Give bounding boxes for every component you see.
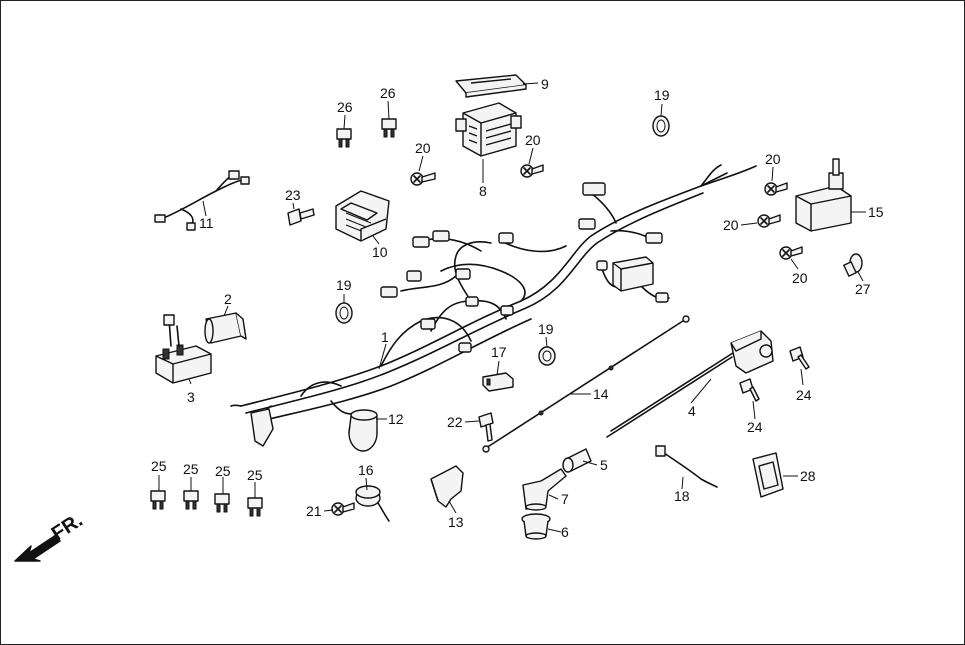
- clamp-part: [652, 115, 670, 137]
- callout-4: 4: [688, 403, 696, 419]
- callout-19-a: 19: [654, 87, 670, 103]
- callout-13: 13: [448, 514, 464, 530]
- callout-14: 14: [593, 386, 609, 402]
- relay-unit-part: [155, 314, 212, 384]
- callout-24-a: 24: [796, 387, 812, 403]
- leader-lines: [158, 82, 866, 533]
- callout-8: 8: [479, 183, 487, 199]
- fuse-part: [150, 490, 263, 517]
- callout-26-b: 26: [380, 85, 396, 101]
- callout-25-d: 25: [247, 467, 263, 483]
- regulator-rectifier-part: [335, 190, 390, 242]
- callout-20-c: 20: [765, 151, 781, 167]
- main-wire-harness: [230, 164, 757, 447]
- callout-24-b: 24: [747, 419, 763, 435]
- sub-harness-part: [154, 170, 250, 231]
- callout-16: 16: [358, 462, 374, 478]
- cap-part: [562, 448, 592, 473]
- callout-20-e: 20: [792, 270, 808, 286]
- clamp-part: [538, 346, 556, 366]
- screw-part: [520, 164, 544, 178]
- callout-12: 12: [388, 411, 404, 427]
- callout-9: 9: [541, 76, 549, 92]
- bracket-part: [430, 465, 464, 508]
- bolt-part: [287, 208, 315, 226]
- callout-6: 6: [561, 524, 569, 540]
- callout-19-c: 19: [538, 321, 554, 337]
- callout-3: 3: [187, 389, 195, 405]
- callout-10: 10: [372, 244, 388, 260]
- callout-15: 15: [868, 204, 884, 220]
- screw-part: [757, 214, 781, 228]
- callout-21: 21: [306, 503, 322, 519]
- callout-28: 28: [800, 468, 816, 484]
- switch-part: [795, 158, 852, 232]
- callout-20-b: 20: [525, 132, 541, 148]
- callout-1: 1: [381, 329, 389, 345]
- front-direction-arrow: FR.: [14, 509, 87, 562]
- callout-25-b: 25: [183, 461, 199, 477]
- spark-plug-cap-part: [522, 468, 567, 511]
- callout-23: 23: [285, 187, 301, 203]
- callout-18: 18: [674, 488, 690, 504]
- screw-part: [410, 172, 436, 186]
- cable-tie-part: [655, 445, 718, 488]
- fuse-holder-part: [482, 372, 514, 392]
- horn-part: [348, 409, 378, 452]
- callout-17: 17: [491, 344, 507, 360]
- rubber-boot-part: [204, 312, 247, 344]
- callout-7: 7: [561, 491, 569, 507]
- callout-25-c: 25: [215, 463, 231, 479]
- grommet-part: [521, 513, 551, 540]
- clamp-part: [335, 302, 353, 324]
- cable-part: [482, 315, 690, 453]
- callout-20-a: 20: [415, 140, 431, 156]
- arrow-icon: [14, 534, 61, 562]
- fuse-part: [336, 118, 397, 148]
- bolt-part: [789, 346, 810, 370]
- screw-part: [779, 246, 803, 260]
- bracket-plate-part: [752, 452, 784, 498]
- screw-part: [764, 182, 788, 196]
- callout-25-a: 25: [151, 458, 167, 474]
- callout-27: 27: [855, 281, 871, 297]
- ignition-coil-part: [606, 330, 774, 438]
- callout-2: 2: [224, 291, 232, 307]
- screw-part: [331, 502, 355, 516]
- blower-module-part: [455, 102, 522, 157]
- callout-11: 11: [199, 215, 214, 231]
- callout-22: 22: [447, 414, 463, 430]
- callout-26-a: 26: [337, 99, 353, 115]
- cover-plate-part: [455, 74, 527, 98]
- sensor-part: [355, 485, 390, 522]
- callout-19-b: 19: [336, 277, 352, 293]
- bolt-part: [478, 412, 494, 442]
- bulb-part: [843, 253, 863, 277]
- bolt-part: [739, 378, 760, 402]
- callout-5: 5: [600, 457, 608, 473]
- callout-20-d: 20: [723, 217, 739, 233]
- callout-labels: 1 2 3 4 5 6 7 8 9 10 11 12 13 14 15 16 1…: [151, 76, 884, 540]
